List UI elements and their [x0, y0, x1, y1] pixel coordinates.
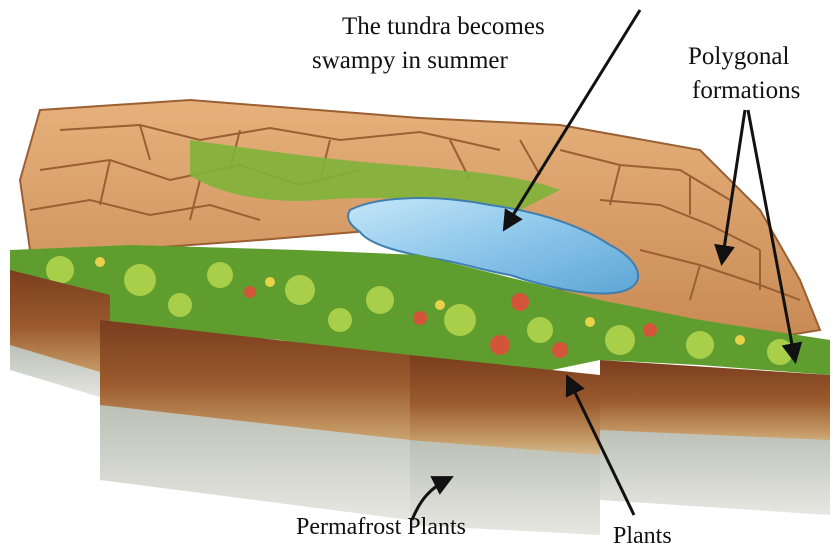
label-tundra-line1: The tundra becomes [342, 14, 545, 39]
label-permafrost: Permafrost Plants [296, 515, 466, 539]
label-tundra-line2: swampy in summer [312, 48, 508, 73]
label-plants: Plants [613, 524, 672, 548]
soil-block-center [100, 320, 410, 520]
label-polygonal-line1: Polygonal [688, 44, 789, 69]
soil-block-right [600, 360, 830, 515]
label-polygonal-line2: formations [692, 78, 800, 103]
